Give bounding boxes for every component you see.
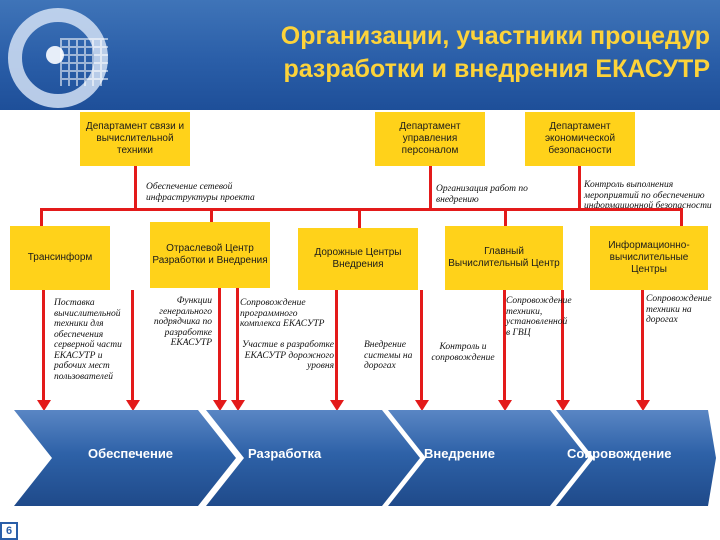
note-organization: Организация работ по внедрению	[436, 184, 528, 205]
logo-dot	[46, 46, 64, 64]
activity-road-rollout: Внедрение системы на дорогах	[364, 340, 413, 371]
org-branch-center-box: Отраслевой Центр Разработки и Внедрения	[150, 222, 270, 288]
dept-security-box: Департамент экономической безопасности	[525, 112, 635, 166]
title-line-1: Организации, участники процедур	[280, 22, 710, 50]
activity-control: Контроль и сопровождение	[431, 342, 495, 363]
header-banner: Организации, участники процедур разработ…	[0, 0, 720, 110]
title-line-2: разработки и внедрения ЕКАСУТР	[283, 55, 710, 83]
org-transinform-box: Трансинформ	[10, 226, 110, 290]
logo-grid-icon	[60, 38, 108, 86]
page-number: 6	[0, 522, 18, 540]
activity-equipment: Поставка вычислительной техники для обес…	[54, 298, 122, 382]
org-road-centers-box: Дорожные Центры Внедрения	[298, 228, 418, 290]
activity-contractor: Функции генерального подрядчика по разра…	[153, 296, 212, 348]
stage-chevron-4	[556, 410, 716, 506]
stage-chevron-3	[388, 410, 588, 506]
activity-road-support: Сопровождение техники на дорогах	[646, 294, 712, 325]
stage-chevron-2	[206, 410, 420, 506]
note-security-control: Контроль выполнения мероприятий по обесп…	[584, 180, 712, 211]
org-it-centers-box: Информационно-вычислительные Центры	[590, 226, 708, 290]
dept-communications-box: Департамент связи и вычислительной техни…	[80, 112, 190, 166]
org-main-center-box: Главный Вычислительный Центр	[445, 226, 563, 290]
stage-label-1: Обеспечение	[88, 446, 174, 461]
stage-chevron-1	[14, 410, 236, 506]
dept-personnel-box: Департамент управления персоналом	[375, 112, 485, 166]
page-title: Организации, участники процедур разработ…	[150, 20, 710, 86]
activity-support-software: Сопровождение программного комплекса ЕКА…	[240, 298, 325, 329]
stage-label-4: Сопровождение	[567, 446, 672, 461]
stage-label-2: Разработка	[248, 446, 322, 461]
stage-label-3: Внедрение	[424, 446, 495, 461]
activity-road-segment: Участие в разработке ЕКАСУТР дорожного у…	[242, 340, 334, 371]
activity-gvc-support: Сопровождение техники, установленной в Г…	[506, 296, 572, 338]
note-network: Обеспечение сетевой инфраструктуры проек…	[146, 182, 255, 203]
